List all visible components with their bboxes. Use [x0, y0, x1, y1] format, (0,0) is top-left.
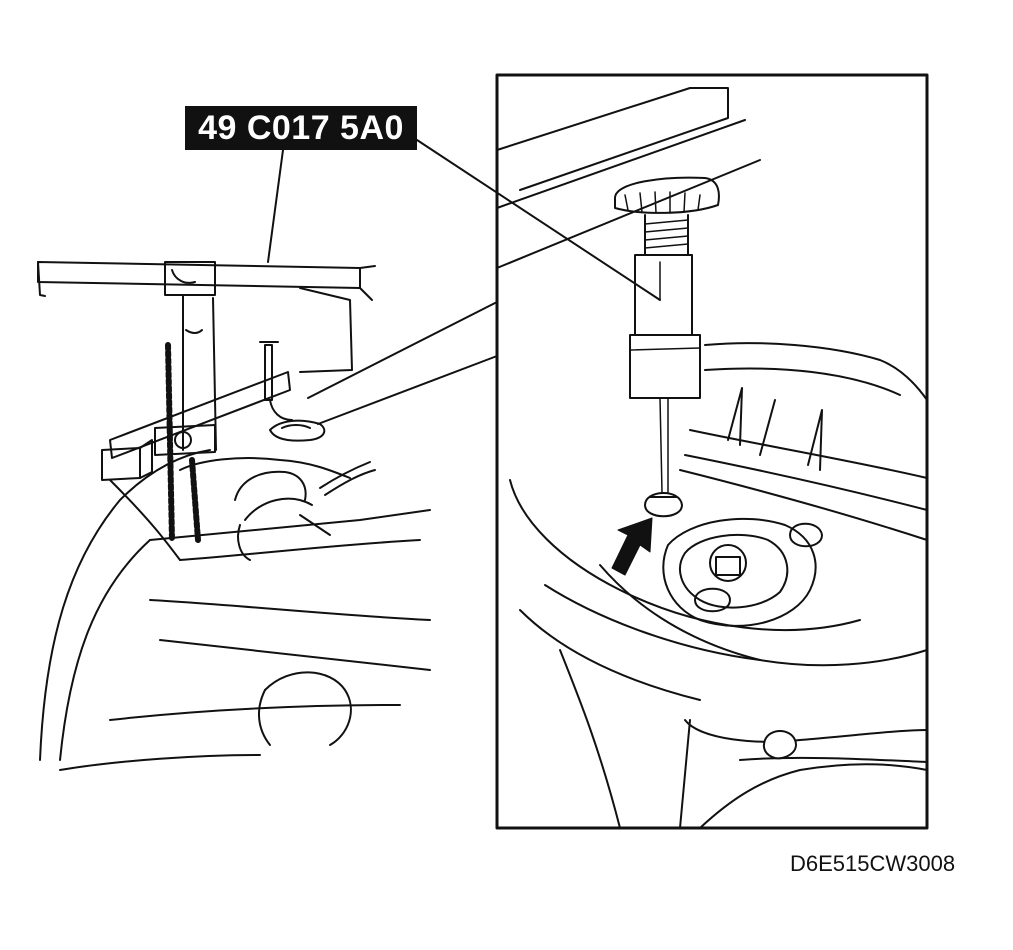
detail-tool-upper — [496, 87, 761, 493]
arrow-icon — [611, 517, 653, 576]
detail-view-frame — [495, 73, 929, 830]
figure-code: D6E515CW3008 — [790, 851, 956, 876]
special-tool-label: 49 C017 5A0 — [185, 106, 417, 150]
callout-line-lower — [317, 355, 498, 425]
tool-assembly — [37, 261, 376, 543]
callout-line-upper — [307, 301, 498, 399]
leader-line-left — [267, 149, 284, 263]
leader-line-right — [416, 139, 661, 301]
car-body-outline — [39, 419, 431, 771]
detail-body-panel — [509, 342, 928, 829]
